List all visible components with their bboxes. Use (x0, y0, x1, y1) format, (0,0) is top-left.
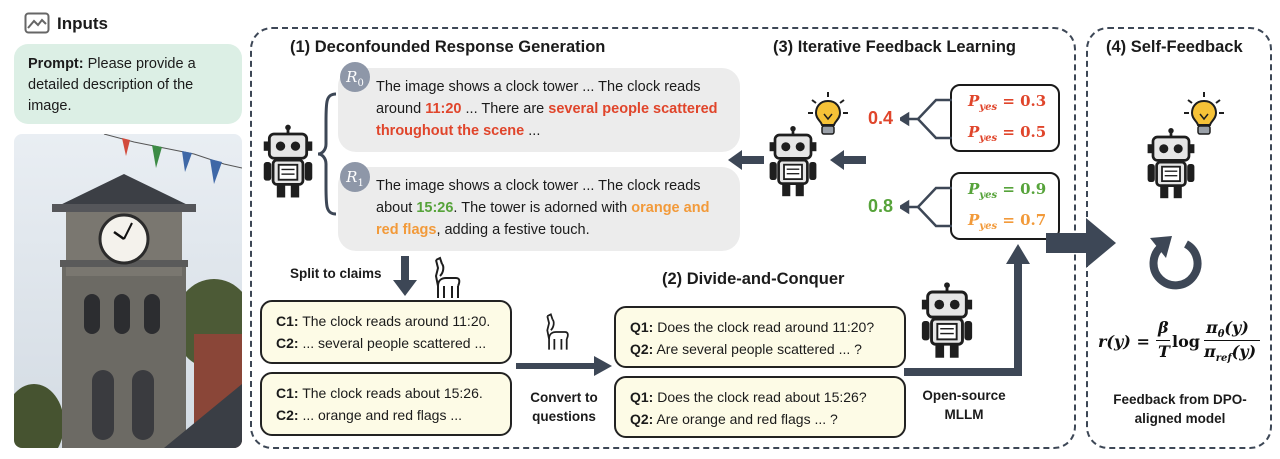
prob-box-b: Pyes = 0.9 Pyes = 0.7 (950, 172, 1060, 240)
question-line: Q2: Are several people scattered ... ? (630, 341, 862, 357)
question-line: Q1: Does the clock read around 11:20? (630, 319, 875, 335)
elbow-arrow (904, 244, 1038, 387)
robot-icon (260, 122, 316, 207)
mllm-label: Open-source MLLM (922, 388, 1006, 422)
split-arrow (392, 256, 418, 301)
r1-highlight: orange and red flags (376, 200, 710, 238)
r0-text-mid: ... There are (461, 101, 549, 117)
prompt-text: Please provide a detailed description of… (28, 56, 196, 114)
r1-badge: R1 (340, 162, 370, 192)
score-a: 0.4 (868, 108, 894, 128)
prob-line: Pyes = 0.9 (968, 180, 1047, 201)
r1-time: 15:26 (416, 200, 454, 216)
branch-connector (897, 96, 952, 147)
questions-box-a: Q1: Does the clock read around 11:20? Q2… (614, 306, 906, 368)
clock-tower-image (14, 134, 242, 448)
formula-lhs: r(y) = (1098, 332, 1150, 351)
refresh-icon (1148, 232, 1204, 295)
r0-highlight: several people scattered throughout the … (376, 101, 718, 139)
robot-icon (1144, 126, 1198, 207)
questions-box-b: Q1: Does the clock read about 15:26? Q2:… (614, 376, 906, 438)
formula-beta: β (1158, 318, 1169, 337)
panel2-title: (2) Divide-and-Conquer (662, 270, 845, 288)
r0-time: 11:20 (425, 101, 462, 117)
r0-badge: R0 (340, 62, 370, 92)
prob-line: Pyes = 0.5 (968, 123, 1047, 144)
claims-box-a: C1: The clock reads around 11:20. C2: ..… (260, 300, 512, 364)
claims-box-b: C1: The clock reads about 15:26. C2: ...… (260, 372, 512, 436)
to-self-feedback-arrow (1046, 218, 1116, 273)
formula-T: T (1158, 342, 1170, 361)
score-b: 0.8 (868, 196, 894, 216)
formula-denominator: πref(y) (1204, 342, 1257, 365)
r1-text-pre: The image shows a clock tower ... The cl… (376, 178, 701, 216)
robot-icon (766, 124, 820, 205)
r1-text-post: , adding a festive touch. (436, 222, 590, 238)
r0-text-pre: The image shows a clock tower ... The cl… (376, 79, 701, 117)
self-feedback-caption: Feedback from DPO-aligned model (1113, 392, 1247, 426)
panel1-title: (1) Deconfounded Response Generation (290, 38, 606, 56)
claim-line: C1: The clock reads about 15:26. (276, 385, 483, 401)
r0-text-post: ... (524, 123, 541, 139)
claim-line: C2: ... several people scattered ... (276, 335, 487, 351)
response-r1: The image shows a clock tower ... The cl… (338, 167, 740, 251)
convert-arrow (516, 356, 612, 381)
feedback-arrow-left (728, 150, 764, 175)
formula-numerator: πθ(y) (1206, 318, 1249, 341)
panel4-title: (4) Self-Feedback (1106, 38, 1243, 56)
prob-line: Pyes = 0.7 (968, 211, 1047, 232)
feedback-arrow-right (830, 150, 866, 175)
llama-icon (542, 312, 572, 357)
inputs-heading: Inputs (57, 14, 108, 33)
question-line: Q1: Does the clock read about 15:26? (630, 389, 867, 405)
prob-box-a: Pyes = 0.3 Pyes = 0.5 (950, 84, 1060, 152)
claim-line: C1: The clock reads around 11:20. (276, 313, 491, 329)
inputs-icon (24, 12, 50, 39)
prob-line: Pyes = 0.3 (968, 92, 1047, 113)
branch-connector (897, 184, 952, 235)
prompt-box: Prompt: Please provide a detailed descri… (14, 44, 242, 124)
panel3-title: (3) Iterative Feedback Learning (773, 38, 1016, 56)
convert-label: Convert to questions (530, 390, 598, 424)
split-label: Split to claims (290, 266, 382, 281)
question-line: Q2: Are orange and red flags ... ? (630, 411, 838, 427)
formula-log: log (1172, 332, 1200, 351)
prompt-label: Prompt: (28, 56, 84, 72)
brace-icon (316, 92, 338, 221)
dpo-formula: r(y) = β T log πθ(y) πref(y) (1098, 318, 1264, 366)
response-r0: The image shows a clock tower ... The cl… (338, 68, 740, 152)
llama-icon (430, 256, 464, 305)
r1-text-mid: . The tower is adorned with (453, 200, 632, 216)
claim-line: C2: ... orange and red flags ... (276, 407, 462, 423)
